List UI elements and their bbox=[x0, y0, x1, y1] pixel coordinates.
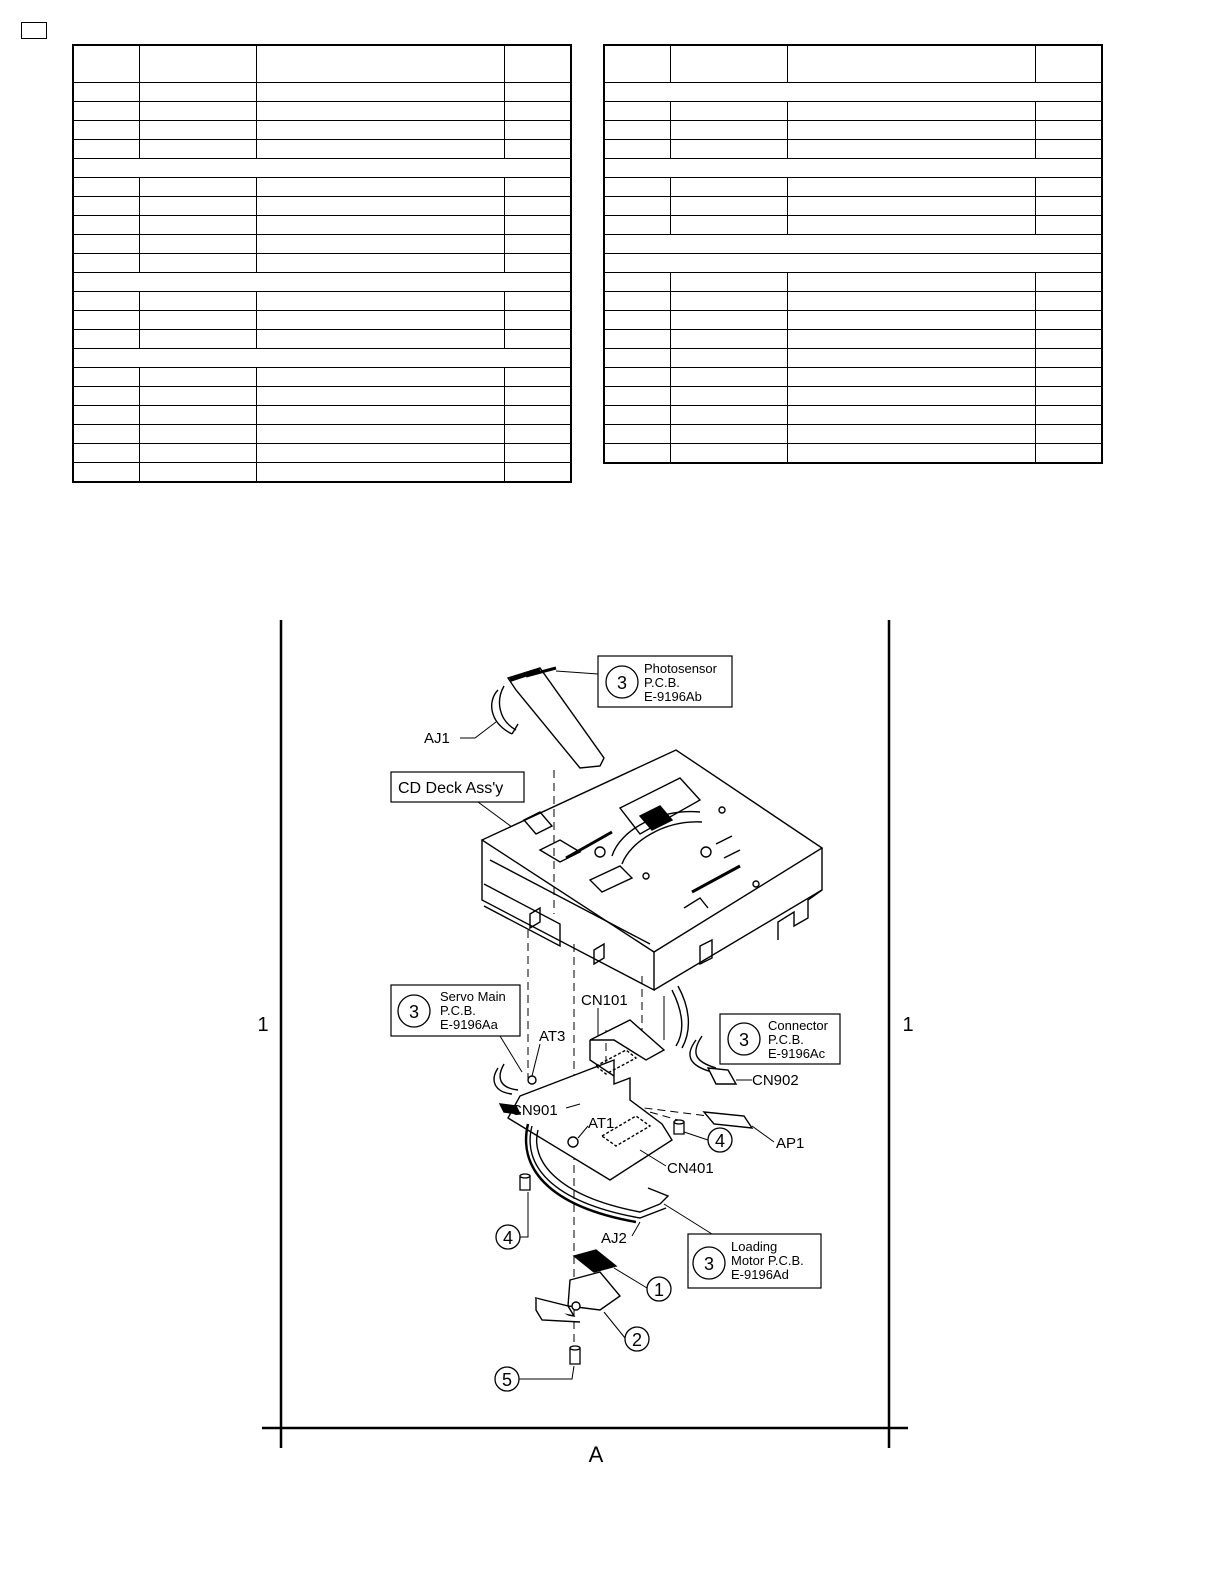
connector-label-cn901: CN901 bbox=[511, 1102, 558, 1119]
table-row bbox=[72, 82, 572, 102]
connector-label-aj2: AJ2 bbox=[601, 1230, 627, 1247]
leader-line bbox=[499, 1035, 523, 1073]
parts-table-right bbox=[603, 44, 1103, 464]
ref-number: 3 bbox=[617, 673, 627, 693]
leader-line bbox=[639, 1149, 667, 1167]
table-row bbox=[72, 139, 572, 159]
callout-number: 4 bbox=[715, 1131, 725, 1151]
label-line-2: P.C.B. bbox=[768, 1032, 804, 1047]
label-line-2: P.C.B. bbox=[644, 675, 680, 690]
table-row bbox=[72, 310, 572, 330]
table-row bbox=[603, 405, 1103, 425]
table-row bbox=[72, 424, 572, 444]
cd-deck-label-text: CD Deck Ass'y bbox=[398, 780, 503, 797]
label-line-2: P.C.B. bbox=[440, 1003, 476, 1018]
table-row bbox=[603, 443, 1103, 464]
callout-number: 4 bbox=[503, 1228, 513, 1248]
connector-label-at3: AT3 bbox=[539, 1028, 565, 1045]
table-row bbox=[603, 367, 1103, 387]
label-line-1: Servo Main bbox=[440, 989, 506, 1004]
callout-number: 2 bbox=[632, 1330, 642, 1350]
callout-4-upper: 4 bbox=[683, 1127, 733, 1153]
table-row bbox=[603, 386, 1103, 406]
table-row bbox=[72, 253, 572, 273]
leader-line bbox=[460, 721, 497, 739]
table-row bbox=[603, 177, 1103, 197]
servo-main-label: 3 Servo Main P.C.B. E-9196Aa bbox=[390, 984, 521, 1037]
leader-line bbox=[531, 1043, 541, 1077]
corner-marker-box bbox=[21, 22, 47, 39]
table-row bbox=[72, 215, 572, 235]
connector-label-aj1: AJ1 bbox=[424, 730, 450, 747]
label-line-3: E-9196Ac bbox=[768, 1046, 826, 1061]
label-line-3: E-9196Aa bbox=[440, 1017, 499, 1032]
table-row bbox=[72, 367, 572, 387]
callout-4-lower: 4 bbox=[495, 1192, 529, 1250]
leader-line bbox=[565, 1103, 581, 1109]
table-row bbox=[603, 196, 1103, 216]
ref-number: 3 bbox=[704, 1254, 714, 1274]
callout-number: 5 bbox=[502, 1370, 512, 1390]
connector-label-cn401: CN401 bbox=[667, 1160, 714, 1177]
table-row bbox=[72, 462, 572, 483]
table-header-row bbox=[603, 44, 1103, 83]
grid-row-label-left: 1 bbox=[257, 1014, 268, 1036]
servo-main-pcb-drawing bbox=[493, 1019, 673, 1181]
screw-drawing bbox=[519, 1119, 685, 1365]
label-line-3: E-9196Ab bbox=[644, 689, 702, 704]
label-line-2: Motor P.C.B. bbox=[731, 1253, 804, 1268]
connector-label-at1: AT1 bbox=[588, 1115, 614, 1132]
cd-deck-label: CD Deck Ass'y bbox=[390, 771, 525, 803]
label-line-1: Connector bbox=[768, 1018, 829, 1033]
leader-line bbox=[477, 801, 517, 831]
leader-line bbox=[577, 1125, 589, 1139]
aj2-cable-drawing bbox=[524, 1123, 670, 1224]
callout-number: 1 bbox=[654, 1280, 664, 1300]
photosensor-pcb-drawing bbox=[491, 666, 605, 769]
table-row bbox=[603, 424, 1103, 444]
connector-label-cn902: CN902 bbox=[752, 1072, 799, 1089]
parts-table-left bbox=[72, 44, 572, 483]
table-row bbox=[603, 272, 1103, 292]
bracket-parts-drawing bbox=[534, 1249, 622, 1323]
grid-col-label: A bbox=[589, 1442, 604, 1467]
photosensor-label: 3 Photosensor P.C.B. E-9196Ab bbox=[597, 655, 733, 708]
table-row bbox=[603, 310, 1103, 330]
table-row bbox=[603, 348, 1103, 368]
callout-5: 5 bbox=[494, 1365, 575, 1392]
table-row bbox=[603, 329, 1103, 349]
table-row bbox=[72, 405, 572, 425]
connector-label-cn101: CN101 bbox=[581, 992, 628, 1009]
ref-number: 3 bbox=[739, 1030, 749, 1050]
table-header-row bbox=[72, 44, 572, 83]
table-row bbox=[72, 234, 572, 254]
connector-pcb-label: 3 Connector P.C.B. E-9196Ac bbox=[719, 1013, 841, 1065]
ref-number: 3 bbox=[409, 1002, 419, 1022]
label-line-1: Photosensor bbox=[644, 661, 718, 676]
connector-pcb-drawing bbox=[689, 1035, 754, 1129]
table-row bbox=[603, 120, 1103, 140]
cd-deck-assembly-drawing bbox=[480, 749, 824, 1049]
table-row bbox=[72, 443, 572, 463]
table-row bbox=[72, 177, 572, 197]
label-line-3: E-9196Ad bbox=[731, 1267, 789, 1282]
label-line-1: Loading bbox=[731, 1239, 777, 1254]
callout-1: 1 bbox=[613, 1267, 672, 1302]
leader-line bbox=[751, 1125, 775, 1143]
table-row bbox=[72, 386, 572, 406]
table-row bbox=[72, 329, 572, 349]
loading-motor-label: 3 Loading Motor P.C.B. E-9196Ad bbox=[687, 1233, 822, 1289]
leader-line bbox=[555, 670, 599, 675]
leader-line bbox=[663, 1203, 713, 1235]
connector-label-ap1: AP1 bbox=[776, 1135, 804, 1152]
leader-line bbox=[631, 1221, 641, 1237]
callout-2: 2 bbox=[603, 1311, 650, 1352]
table-row bbox=[72, 196, 572, 216]
grid-row-label-right: 1 bbox=[902, 1014, 913, 1036]
